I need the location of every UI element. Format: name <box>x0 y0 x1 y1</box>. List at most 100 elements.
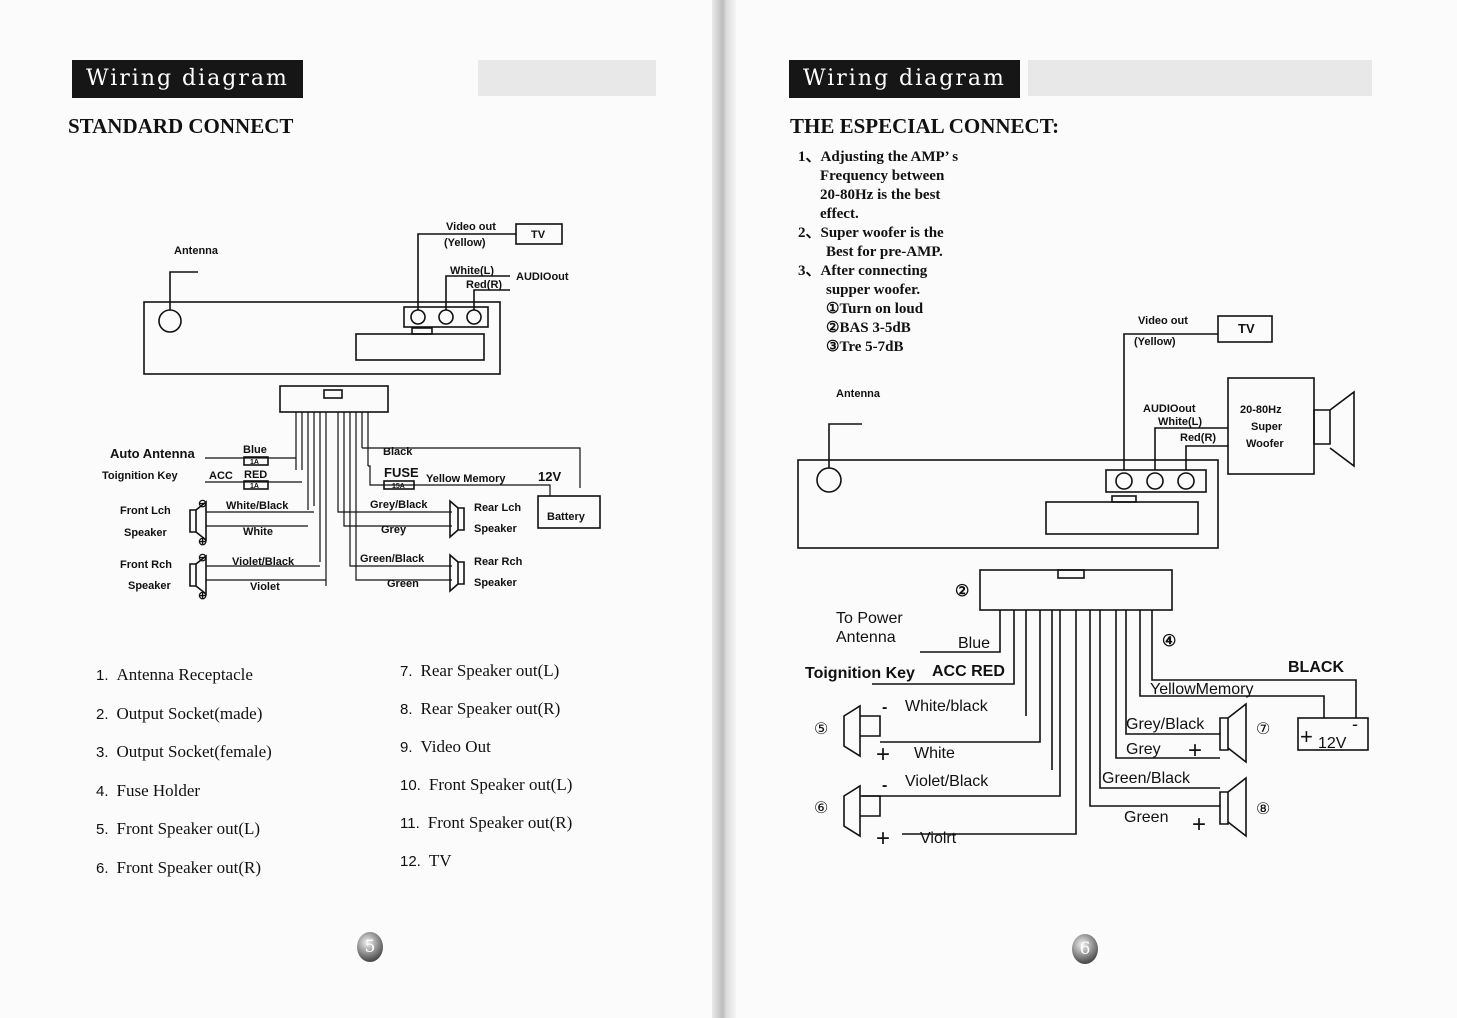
right-header-bleed <box>1028 60 1372 96</box>
acc-label: ACC <box>209 470 233 482</box>
r-grey-label: Grey <box>1126 741 1161 758</box>
r-video-yellow-label: (Yellow) <box>1134 336 1176 348</box>
r-12v-label: 12V <box>1318 735 1347 752</box>
video-yellow-label: (Yellow) <box>444 237 486 249</box>
r-harness-connector <box>979 569 1173 611</box>
r-grey-black-wire <box>1125 610 1220 735</box>
rear-lch-wires <box>337 506 452 527</box>
r-green-black-wire <box>1099 610 1220 789</box>
white-l-label: White(L) <box>450 265 494 277</box>
front-lch-speaker-label: Speaker <box>124 527 168 539</box>
note-1-line-3: 20-80Hz is the best <box>820 187 941 203</box>
note-1-line-4: effect. <box>820 206 859 222</box>
r-rca-jack-left <box>1146 472 1164 490</box>
harness-wires <box>295 412 369 586</box>
r-violrt-wire <box>902 610 1077 835</box>
r-antenna-wire <box>828 423 862 468</box>
front-lch-minus: ⊖ <box>198 498 207 510</box>
left-header-bleed <box>478 60 656 96</box>
rear-left-speaker <box>1219 702 1247 764</box>
r-video-wire <box>1123 333 1218 470</box>
right-page <box>722 0 1457 1018</box>
legend-item: 8.Rear Speaker out(R) <box>400 699 561 718</box>
battery-label: Battery <box>547 511 586 523</box>
tv-label: TV <box>531 229 546 241</box>
front-rch-wires <box>206 565 326 581</box>
front-lch-wires <box>206 511 314 527</box>
note-2-line-2: Best for pre-AMP. <box>826 244 943 260</box>
r-grey-plus: + <box>1188 737 1202 764</box>
rear-rch-wires <box>349 560 452 581</box>
book-spine <box>712 0 736 1018</box>
rear-right-speaker <box>1219 776 1247 838</box>
front-rch-minus: ⊖ <box>198 552 207 564</box>
step-2: ②BAS 3-5dB <box>826 320 911 336</box>
r-connector-latch <box>1057 569 1085 579</box>
right-page-number: 6 <box>1072 934 1098 964</box>
antenna-wire <box>169 271 198 310</box>
step-1: ①Turn on loud <box>826 301 924 317</box>
white-black-label: White/Black <box>226 500 289 512</box>
toignition-key-label: Toignition Key <box>102 470 178 482</box>
violet-label: Violet <box>250 581 280 593</box>
r-yellow-memory-label: YellowMemory <box>1150 681 1253 698</box>
legend-item: 4.Fuse Holder <box>96 780 201 800</box>
red-label: RED <box>244 469 267 481</box>
rear-lch-label: Rear Lch <box>474 502 521 514</box>
rear-rch-speaker-label: Speaker <box>474 577 518 589</box>
r-antenna-label: Antenna <box>836 388 881 400</box>
front-lch-label: Front Lch <box>120 505 171 517</box>
legend-item: 5.Front Speaker out(L) <box>96 819 261 838</box>
r-toignition-label: Toignition Key <box>805 665 915 682</box>
r-white-label: White <box>914 745 955 762</box>
left-header: Wiring diagram <box>72 60 303 98</box>
right-header: Wiring diagram <box>789 60 1020 98</box>
note-1: 1、Adjusting the AMP’ s <box>798 149 959 165</box>
legend-item: 3.Output Socket(female) <box>96 742 272 761</box>
note-3: 3、After connecting <box>798 263 928 279</box>
rear-rch-speaker <box>449 553 465 593</box>
rear-lch-speaker-label: Speaker <box>474 523 518 535</box>
r-slot-tab <box>1111 495 1137 503</box>
black-wire <box>362 447 581 488</box>
video-out-label: Video out <box>446 221 496 233</box>
r-violet-wire <box>862 610 1061 797</box>
green-label: Green <box>387 578 419 590</box>
battery-box <box>537 495 601 529</box>
r-audio-out-label: AUDIOout <box>1143 403 1196 415</box>
r-tv-label: TV <box>1238 321 1255 336</box>
grey-label: Grey <box>381 524 407 536</box>
r-tv-box <box>1217 315 1273 343</box>
r-violrt-label: Violrt <box>920 830 957 847</box>
r-battery-minus: - <box>1352 714 1358 734</box>
video-wire <box>417 233 516 310</box>
front-rch-plus: ⊕ <box>198 590 207 602</box>
r-battery-plus: + <box>1300 724 1313 749</box>
r-antenna-socket <box>816 467 842 493</box>
fuse-1a-top-label: 1A <box>250 459 259 466</box>
r-green-plus: + <box>1192 811 1206 838</box>
harness-connector <box>279 385 389 413</box>
r-white-black-minus: - <box>882 699 887 716</box>
antenna-label: Antenna <box>174 245 219 257</box>
audio-left-wire <box>445 275 510 310</box>
r-audio-left-wire <box>1154 427 1228 470</box>
callout-6: ⑥ <box>814 800 828 817</box>
legend-item: 11.Front Speaker out(R) <box>400 813 573 832</box>
r-display-slot <box>1045 501 1199 535</box>
r-green-black-label: Green/Black <box>1102 770 1191 787</box>
left-12v-label: 12V <box>538 469 561 484</box>
r-black-wire <box>1151 610 1357 718</box>
r-violrt-plus: + <box>876 825 890 852</box>
legend-item: 9.Video Out <box>400 737 491 756</box>
green-black-label: Green/Black <box>360 553 425 565</box>
legend-item: 1.Antenna Receptacle <box>96 665 253 684</box>
front-left-speaker <box>843 704 881 758</box>
front-rch-label: Front Rch <box>120 559 172 571</box>
right-section-title: THE ESPECIAL CONNECT: <box>790 114 1060 138</box>
r-acc-wire <box>872 610 1015 685</box>
legend-left: 1.Antenna Receptacle 2.Output Socket(mad… <box>96 656 272 887</box>
especial-notes: 1、Adjusting the AMP’ s Frequency between… <box>798 148 1058 357</box>
callout-5: ⑤ <box>814 721 828 738</box>
callout-4: ④ <box>1162 633 1176 650</box>
